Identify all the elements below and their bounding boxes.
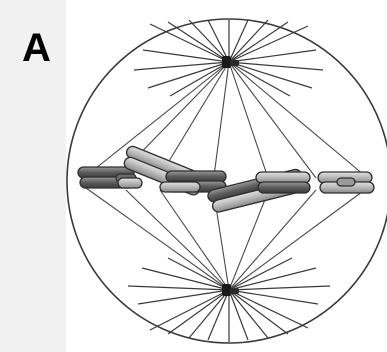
chromosome [118,178,142,188]
chromosome [160,182,200,192]
chromosome [256,172,310,193]
chromosome [318,172,374,193]
